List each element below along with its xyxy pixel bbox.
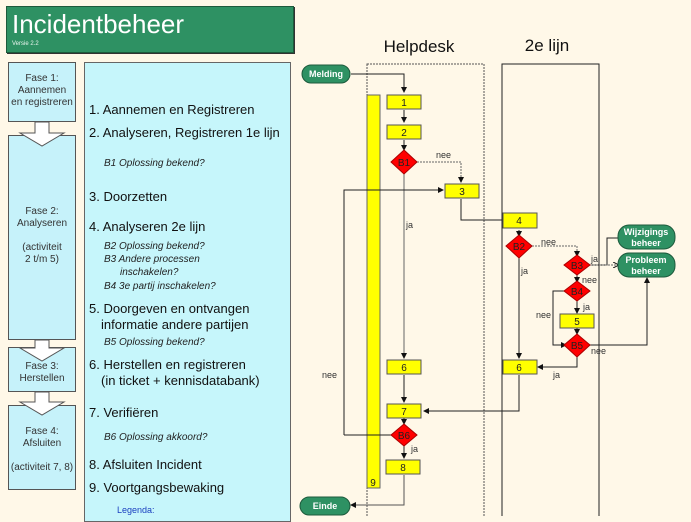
flow-label-ja: ja <box>582 302 590 312</box>
flow-label-ja: ja <box>410 444 418 454</box>
phase-4: Fase 4: Afsluiten (activiteit 7, 8) <box>8 405 76 490</box>
decision-b1-text: B1 Oplossing bekend? <box>104 158 205 169</box>
phase-1-line: en registreren <box>11 97 73 108</box>
flow-label-nee: nee <box>436 150 451 160</box>
activity-7: 7. Verifiëren <box>89 405 159 420</box>
decision-b2-label: B2 <box>513 242 526 253</box>
decision-b5-text: B5 Oplossing bekend? <box>104 337 205 348</box>
flow-label-ja: ja <box>405 220 413 230</box>
decision-b2[interactable]: B2 <box>505 234 533 259</box>
flow-label-nee: nee <box>536 310 551 320</box>
activity-5-cont: informatie andere partijen <box>101 317 249 332</box>
activity-box-3[interactable]: 3 <box>444 183 480 199</box>
connectors <box>343 73 650 508</box>
activity-box-8-label: 8 <box>400 463 406 474</box>
flow-label-nee: nee <box>541 237 556 247</box>
phase-3-line: Herstellen <box>19 373 65 384</box>
activity-box-5[interactable]: 5 <box>559 313 595 329</box>
activity-box-4-label: 4 <box>516 216 522 227</box>
decision-b3[interactable]: B3 <box>563 254 591 276</box>
phase-2-line: 2 t/m 5) <box>25 254 59 265</box>
lane-title-helpdesk: Helpdesk <box>384 37 455 56</box>
decision-b6-label: B6 <box>398 431 411 442</box>
flow-label-ja: ja <box>590 254 598 264</box>
activities-panel: 1. Aannemen en Registreren 2. Analyseren… <box>84 62 291 522</box>
phase-1: Fase 1: Aannemen en registreren <box>8 62 76 122</box>
lane-2e-lijn <box>501 63 600 516</box>
terminal-probleembeheer[interactable]: Probleem beheer <box>617 252 676 278</box>
version-label: Versie 2.2 <box>12 41 39 47</box>
terminal-wijzigingsbeheer-label: Wijzigings <box>624 227 668 237</box>
activity-9: 9. Voortgangsbewaking <box>89 480 225 495</box>
terminal-wijzigingsbeheer-label: beheer <box>631 238 661 248</box>
terminal-melding-label: Melding <box>309 69 343 79</box>
activity-3: 3. Doorzetten <box>89 189 168 204</box>
decision-b5[interactable]: B5 <box>563 333 591 358</box>
activity-1: 1. Aannemen en Registreren <box>89 102 255 117</box>
activity-box-2-label: 2 <box>401 128 407 139</box>
decision-b3-label: B3 <box>571 261 584 272</box>
flow-label-ja: ja <box>552 370 560 380</box>
activity-box-2[interactable]: 2 <box>386 124 422 140</box>
terminal-probleembeheer-label: Probleem <box>625 255 666 265</box>
activity-box-7[interactable]: 7 <box>386 403 422 419</box>
activity-9-bar[interactable] <box>366 94 381 489</box>
decision-b4-label: B4 <box>571 287 584 298</box>
decision-b3-text-cont: inschakelen? <box>120 267 179 278</box>
decision-b5-label: B5 <box>571 341 584 352</box>
page-title: Incidentbeheer <box>12 9 185 39</box>
phase-4-line: (activiteit 7, 8) <box>10 462 74 473</box>
phase-arrow <box>18 121 66 416</box>
activity-box-6-label: 6 <box>516 363 522 374</box>
title-box: Incidentbeheer Versie 2.2 <box>6 6 294 53</box>
activity-4: 4. Analyseren 2e lijn <box>89 219 206 234</box>
activity-box-4[interactable]: 4 <box>502 212 538 229</box>
flow-label-nee: nee <box>582 275 597 285</box>
activity-box-1[interactable]: 1 <box>386 94 422 110</box>
phase-2: Fase 2: Analyseren (activiteit 2 t/m 5) <box>8 135 76 340</box>
activity-5: 5. Doorgeven en ontvangen <box>89 301 250 316</box>
activity-9-label: 9 <box>370 478 376 489</box>
activity-8: 8. Afsluiten Incident <box>89 457 202 472</box>
decision-b1-label: B1 <box>398 158 411 169</box>
decision-b6[interactable]: B6 <box>390 423 418 447</box>
terminal-einde-label: Einde <box>313 501 338 511</box>
decision-b6-text: B6 Oplossing akkoord? <box>104 432 208 443</box>
activity-box-7-label: 7 <box>401 407 407 418</box>
activity-box-6-helpdesk[interactable]: 6 <box>386 359 422 375</box>
decision-b3-text: B3 Andere processen <box>104 254 200 265</box>
phase-1-line: Fase 1: <box>25 73 59 84</box>
activity-box-1-label: 1 <box>401 98 407 109</box>
activity-box-5-label: 5 <box>574 317 580 328</box>
phase-3-line: Fase 3: <box>25 361 59 372</box>
phase-4-line: Afsluiten <box>22 438 62 449</box>
decision-b4[interactable]: B4 <box>563 280 591 302</box>
decision-b1[interactable]: B1 <box>390 149 418 175</box>
activity-6: 6. Herstellen en registreren <box>89 357 246 372</box>
flow-label-ja: ja <box>520 266 528 276</box>
activity-box-3-label: 3 <box>459 187 465 198</box>
activity-6-cont: (in ticket + kennisdatabank) <box>101 373 260 388</box>
decision-b2-text: B2 Oplossing bekend? <box>104 241 205 252</box>
activity-box-6-2e-lijn[interactable]: 6 <box>502 359 538 375</box>
terminal-melding[interactable]: Melding <box>301 64 351 84</box>
phase-1-line: Aannemen <box>17 85 67 96</box>
lane-helpdesk <box>366 63 485 516</box>
phase-4-line: Fase 4: <box>25 426 59 437</box>
activity-box-8[interactable]: 8 <box>385 459 421 475</box>
flow-label-nee: nee <box>322 370 337 380</box>
decision-b4-text: B4 3e partij inschakelen? <box>104 281 216 292</box>
activity-box-6-label: 6 <box>401 363 407 374</box>
phase-2-line: (activiteit <box>22 242 62 253</box>
terminal-einde[interactable]: Einde <box>299 496 351 516</box>
terminal-probleembeheer-label: beheer <box>631 266 661 276</box>
flow-label-nee: nee <box>591 346 606 356</box>
phase-2-line: Fase 2: <box>25 206 59 217</box>
terminal-wijzigingsbeheer[interactable]: Wijzigings beheer <box>617 224 676 250</box>
legend-label: Legenda: <box>117 505 155 515</box>
activity-2: 2. Analyseren, Registreren 1e lijn <box>89 125 280 140</box>
phase-2-line: Analyseren <box>16 218 68 229</box>
lane-title-2e-lijn: 2e lijn <box>525 36 569 55</box>
